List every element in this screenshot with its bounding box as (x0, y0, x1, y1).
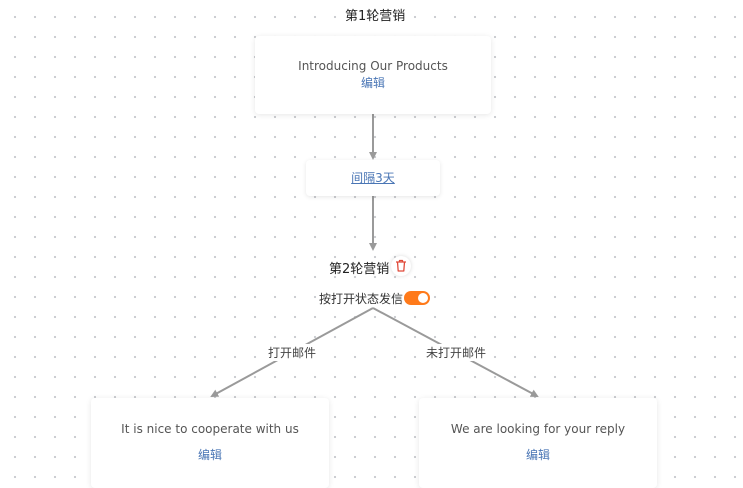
interval-box: 间隔3天 (306, 160, 440, 196)
open-status-toggle[interactable] (404, 291, 430, 305)
campaign-flow-canvas: 第1轮营销 Introducing Our Products 编辑 间隔3天 第… (121, 9, 626, 462)
open-status-toggle-label: 按打开状态发信 (319, 292, 404, 306)
interval-link[interactable]: 间隔3天 (351, 171, 395, 185)
round1-edit-link[interactable]: 编辑 (360, 76, 385, 90)
branch-not-opened-email-subject: We are looking for your reply (450, 422, 626, 436)
trash-icon (395, 257, 407, 276)
branch-not-opened-email-card[interactable]: We are looking for your reply 编辑 (419, 398, 657, 488)
round1-email-subject: Introducing Our Products (298, 59, 448, 73)
round2-title: 第2轮营销 (329, 262, 390, 277)
branch-opened-email-subject: It is nice to cooperate with us (121, 422, 299, 436)
branch-opened-edit-link[interactable]: 编辑 (197, 448, 222, 462)
toggle-knob (418, 293, 428, 303)
round2-delete-button[interactable] (391, 256, 411, 276)
branch-label-not-opened: 未打开邮件 (426, 344, 487, 361)
branch-not-opened-edit-link[interactable]: 编辑 (525, 448, 550, 462)
branch-label-opened: 打开邮件 (268, 344, 317, 361)
branch-opened-email-card[interactable]: It is nice to cooperate with us 编辑 (91, 398, 329, 488)
round1-title: 第1轮营销 (345, 9, 406, 24)
round1-email-card[interactable]: Introducing Our Products 编辑 (255, 36, 491, 114)
